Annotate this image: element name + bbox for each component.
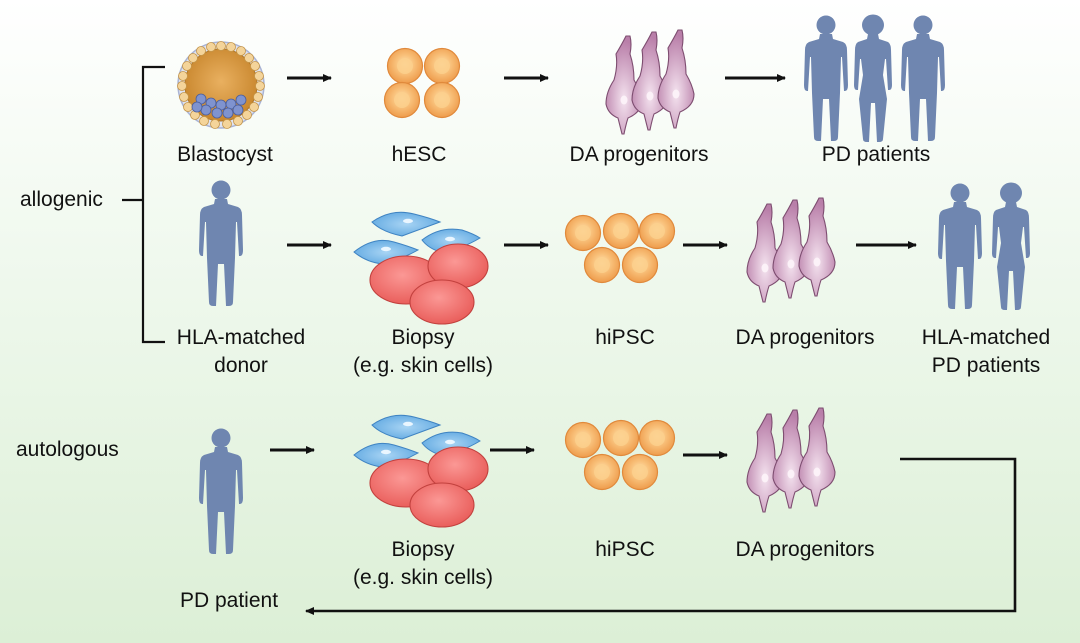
autologous-label: autologous [16, 438, 119, 461]
donor-label-line2: donor [214, 354, 268, 377]
donor-label-line1: HLA-matched [176, 326, 306, 349]
biopsy-label-line2: (e.g. skin cells) [352, 354, 494, 377]
da-progenitor-neurons [747, 408, 835, 512]
donor-figure [199, 180, 243, 306]
allogenic-label: allogenic [20, 188, 103, 211]
biopsy-label-line1: Biopsy [391, 538, 455, 561]
pd-patient-label: PD patient [179, 589, 279, 612]
hipsc-label: hiPSC [595, 538, 655, 561]
da-progenitors-label: DA progenitors [569, 143, 709, 166]
allogenic-bracket [122, 65, 165, 344]
hesc-label: hESC [391, 143, 447, 166]
blastocyst-illustration [177, 41, 265, 129]
da-progenitors-label: DA progenitors [735, 538, 875, 561]
biopsy-label-line2: (e.g. skin cells) [352, 566, 494, 589]
blastocyst-label: Blastocyst [177, 143, 273, 166]
biopsy-cells [353, 211, 489, 325]
hla-patients-label-line2: PD patients [931, 354, 1041, 377]
da-progenitor-neurons [747, 198, 835, 302]
hla-patients-label-line1: HLA-matched [921, 326, 1051, 349]
biopsy-label-line1: Biopsy [391, 326, 455, 349]
return-arrow [305, 457, 1017, 615]
da-progenitor-neurons [606, 30, 694, 134]
pd-patients-figures [804, 14, 945, 142]
pd-patients-label: PD patients [821, 143, 931, 166]
biopsy-cells [353, 414, 489, 528]
pd-patient-figure [199, 428, 243, 554]
hesc-cells [385, 49, 460, 118]
hipsc-label: hiPSC [595, 326, 655, 349]
da-progenitors-label: DA progenitors [735, 326, 875, 349]
hipsc-cells [566, 214, 675, 283]
hla-matched-patients-figures [938, 182, 1030, 310]
hipsc-cells [566, 421, 675, 490]
